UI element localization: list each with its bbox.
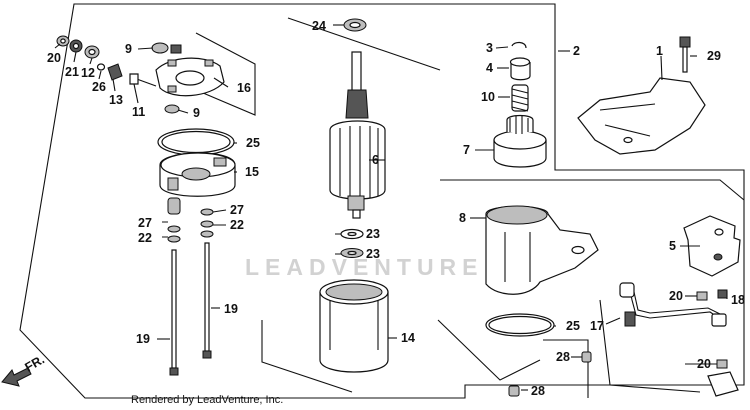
grommet-27b-icon	[200, 208, 214, 216]
bolt-29-icon	[679, 36, 691, 73]
spring-10-icon	[511, 84, 529, 112]
callout-9a: 9	[125, 42, 132, 56]
cap-28b-icon	[508, 385, 520, 397]
o-ring-25a-icon	[157, 128, 235, 156]
callout-19b: 19	[224, 302, 238, 316]
callout-3: 3	[486, 41, 493, 55]
callout-12: 12	[81, 66, 95, 80]
callout-23b: 23	[366, 247, 380, 261]
callout-29: 29	[707, 49, 721, 63]
callout-17: 17	[590, 319, 604, 333]
snap-ring-3-icon	[511, 41, 527, 49]
solenoid-5-icon	[683, 215, 741, 277]
rendered-by-footer: Rendered by LeadVenture, Inc.	[131, 394, 284, 406]
nut-20c-icon	[716, 359, 728, 369]
callout-28b: 28	[531, 384, 545, 398]
end-cover-15-icon	[159, 152, 236, 197]
callout-20c: 20	[697, 357, 711, 371]
starter-cable-17-icon	[619, 282, 727, 327]
yoke-14-icon	[319, 279, 389, 373]
callout-27b: 27	[230, 203, 244, 217]
callout-4: 4	[486, 61, 493, 75]
insulator-9b-icon	[164, 104, 180, 114]
pinion-gear-7-icon	[493, 114, 547, 168]
callout-15: 15	[245, 165, 259, 179]
callout-14: 14	[401, 331, 415, 345]
callout-25a: 25	[246, 136, 260, 150]
callout-20a: 20	[47, 51, 61, 65]
leader-lines	[54, 24, 728, 391]
callout-11: 11	[132, 105, 145, 119]
callout-6: 6	[372, 153, 379, 167]
washer-23b-icon	[340, 248, 364, 258]
o-ring-26-icon	[96, 63, 106, 71]
callout-8: 8	[459, 211, 466, 225]
o-ring-25b-icon	[485, 313, 555, 337]
watermark: LEADVENTURE	[245, 254, 484, 280]
bracket-1-icon	[577, 77, 706, 155]
callout-24: 24	[312, 19, 326, 33]
nut-21-icon	[69, 39, 83, 53]
washer-22b-icon	[200, 220, 214, 238]
callout-10: 10	[481, 90, 495, 104]
callout-18: 18	[731, 293, 745, 307]
through-bolt-19a-icon	[169, 249, 179, 376]
callout-16: 16	[237, 81, 251, 95]
washer-12-icon	[84, 45, 100, 59]
callout-22b: 22	[230, 218, 244, 232]
assembly-frame	[19, 3, 745, 399]
front-direction-indicator: FR.	[1, 352, 47, 387]
armature-6-icon	[329, 51, 386, 219]
housing-frame	[440, 179, 745, 201]
washer-24-icon	[343, 18, 367, 32]
callout-1: 1	[656, 44, 663, 58]
cap-28a-icon	[581, 351, 592, 363]
callout-27a: 27	[138, 216, 152, 230]
brush-holder-frame	[195, 32, 256, 116]
callout-25b: 25	[566, 319, 580, 333]
brush-holder-16-icon	[129, 57, 225, 97]
callout-9b: 9	[193, 106, 200, 120]
callout-21: 21	[65, 65, 79, 79]
callout-5: 5	[669, 239, 676, 253]
drive-housing-8-icon	[485, 205, 599, 295]
callout-23a: 23	[366, 227, 380, 241]
armature-frame-left	[261, 320, 353, 393]
stop-collar-4-icon	[509, 57, 531, 81]
callout-28a: 28	[556, 350, 570, 364]
callout-labels: 20 21 12 26 13 11 9 16 9 25 15 27 22 27 …	[47, 19, 745, 398]
nut-20b-icon	[696, 291, 708, 301]
callout-26: 26	[92, 80, 106, 94]
callout-13: 13	[109, 93, 123, 107]
washer-23a-icon	[340, 228, 364, 240]
front-arrow-icon	[1, 367, 32, 387]
nut-18-icon	[717, 289, 728, 299]
solenoid-frame	[599, 299, 701, 393]
terminal-boot-icon	[707, 371, 739, 397]
callout-20b: 20	[669, 289, 683, 303]
washer-22a-icon	[167, 225, 181, 243]
washer-20-icon	[56, 35, 70, 47]
housing-frame-right	[437, 319, 541, 381]
callout-7: 7	[463, 143, 470, 157]
small-parts-frame	[543, 339, 589, 398]
callout-22a: 22	[138, 231, 152, 245]
grommet-27a-icon	[167, 197, 181, 215]
callout-2: 2	[573, 44, 580, 58]
armature-frame-top	[287, 17, 441, 71]
callout-19a: 19	[136, 332, 150, 346]
through-bolt-19b-icon	[202, 242, 212, 359]
insulator-9a-icon	[151, 42, 182, 54]
terminal-13-icon	[107, 63, 123, 81]
